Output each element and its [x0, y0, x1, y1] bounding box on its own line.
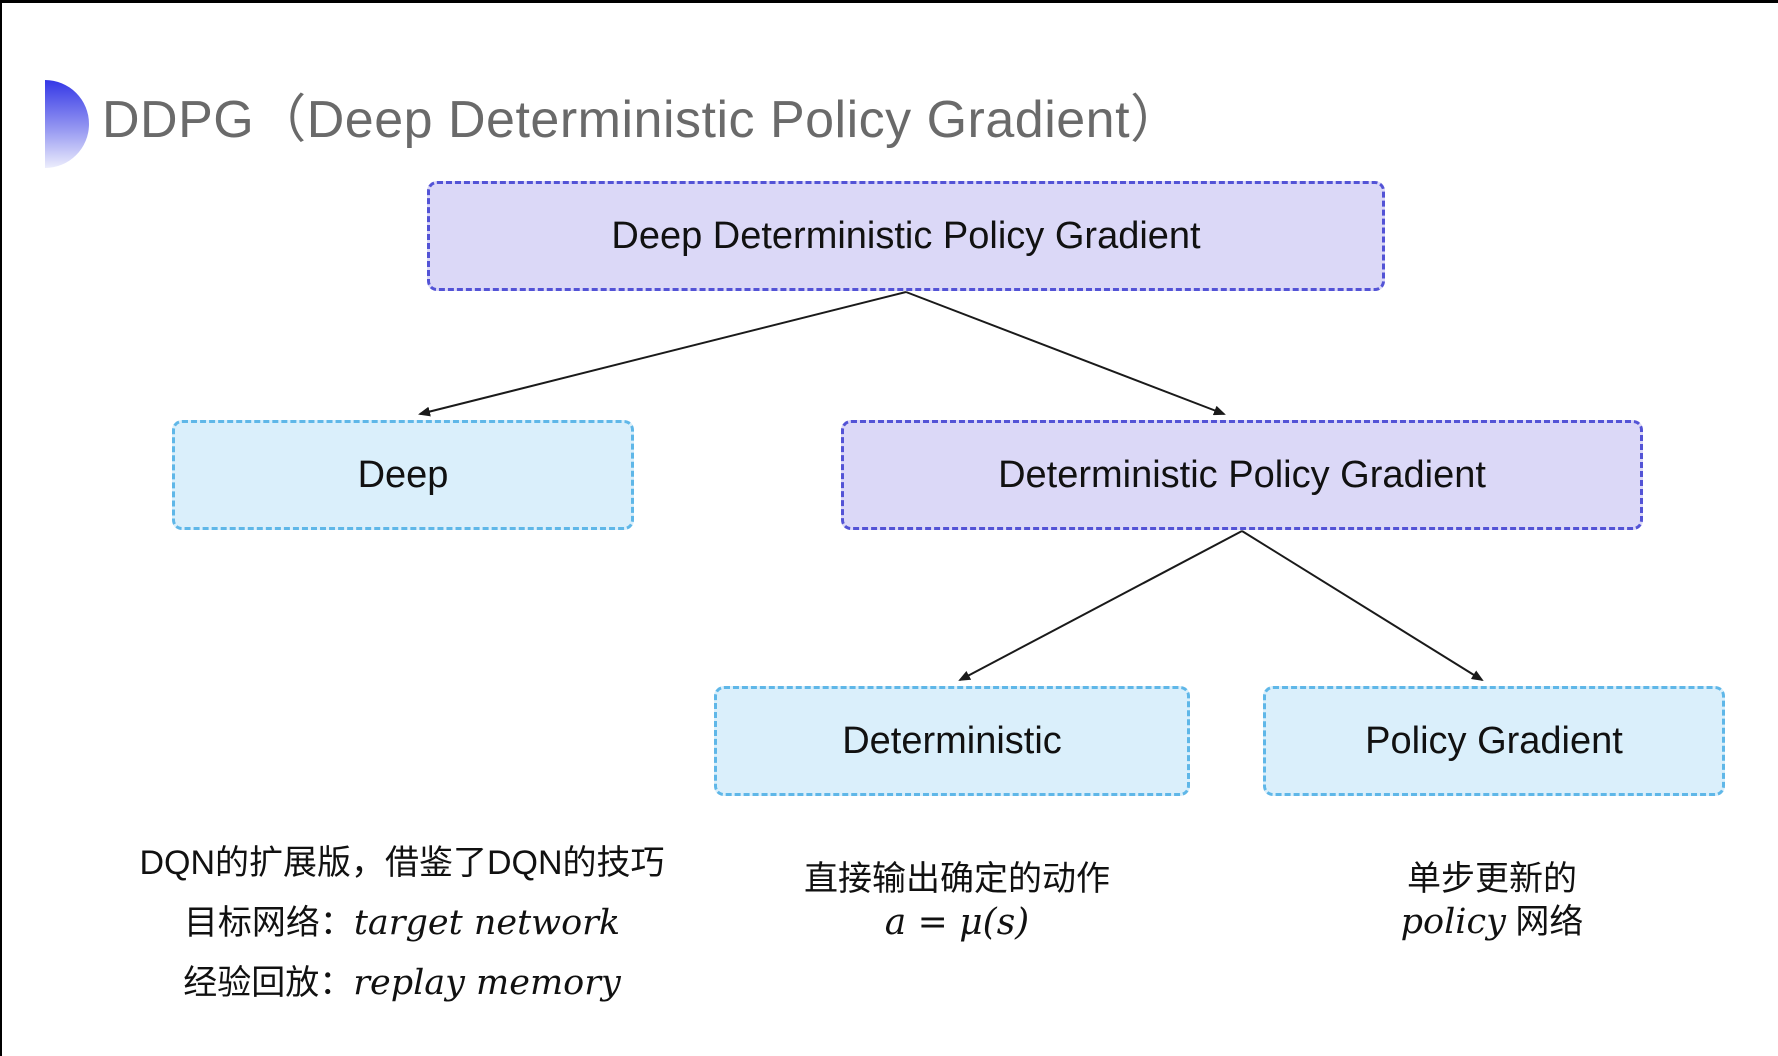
node-deep-deterministic-policy-gradient: Deep Deterministic Policy Gradient: [427, 181, 1385, 291]
note-policy-gradient: 单步更新的 policy 网络: [1292, 858, 1692, 944]
page-title: DDPG（Deep Deterministic Policy Gradient）: [102, 91, 1183, 149]
note-deterministic-formula: a = μ(s): [884, 902, 1030, 943]
note-policy-gradient-line2-rest: 网络: [1505, 903, 1584, 941]
node-deterministic-policy-gradient: Deterministic Policy Gradient: [841, 420, 1643, 530]
note-deep-line3: 经验回放：replay memory: [102, 953, 702, 1013]
arrow-dpg-to-policy-gradient: [1241, 530, 1484, 682]
bullet-half-circle-icon: [45, 80, 89, 168]
note-deep-line2-value: target network: [353, 903, 621, 943]
node-deep: Deep: [172, 420, 634, 530]
node-label: Policy Gradient: [1365, 719, 1623, 762]
arrow-root-to-dpg: [905, 291, 1226, 416]
node-policy-gradient: Policy Gradient: [1263, 686, 1725, 796]
arrow-dpg-to-deterministic: [958, 530, 1243, 681]
note-deep-line3-label: 经验回放：: [183, 964, 354, 1002]
note-deep-line2: 目标网络：target network: [102, 893, 702, 953]
note-policy-gradient-line2-italic: policy: [1400, 902, 1506, 942]
note-deep-line3-value: replay memory: [353, 963, 621, 1003]
note-deep-line2-label: 目标网络：: [183, 904, 354, 942]
node-label: Deep: [357, 453, 449, 496]
note-deterministic-line1: 直接输出确定的动作: [804, 860, 1110, 898]
note-deep-line1: DQN的扩展版，借鉴了DQN的技巧: [139, 844, 665, 882]
node-deterministic: Deterministic: [714, 686, 1190, 796]
note-policy-gradient-line1: 单步更新的: [1407, 860, 1577, 898]
note-deep: DQN的扩展版，借鉴了DQN的技巧 目标网络：target network 经验…: [102, 833, 702, 1013]
node-label: Deep Deterministic Policy Gradient: [611, 214, 1201, 257]
note-deterministic: 直接输出确定的动作 a = μ(s): [757, 858, 1157, 944]
node-label: Deterministic Policy Gradient: [998, 453, 1486, 496]
note-policy-gradient-line2: policy 网络: [1292, 901, 1692, 944]
arrow-root-to-deep: [418, 291, 907, 417]
node-label: Deterministic: [842, 719, 1062, 762]
